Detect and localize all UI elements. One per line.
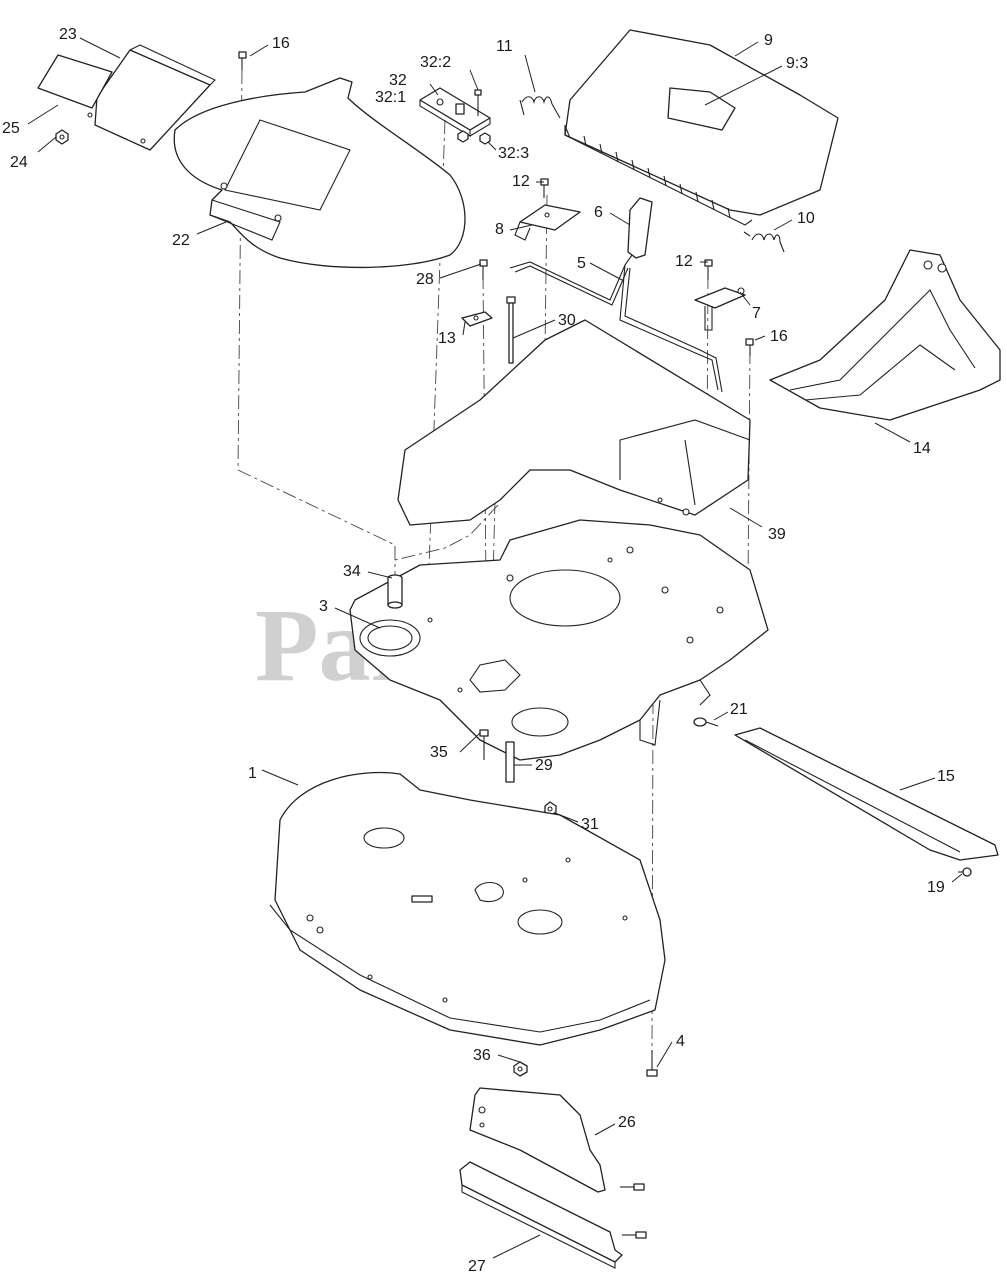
callout-16-right: 16: [770, 328, 788, 345]
part-4-bolt[interactable]: [646, 1050, 658, 1077]
callout-28: 28: [416, 271, 434, 288]
part-6-handle-grip[interactable]: [627, 197, 653, 259]
callout-10: 10: [797, 210, 815, 227]
callout-25: 25: [2, 120, 20, 137]
callout-32-1: 32:1: [375, 89, 406, 106]
callout-26: 26: [618, 1114, 636, 1131]
part-25-decal[interactable]: [37, 54, 113, 109]
part-15-side-baffle[interactable]: [734, 727, 999, 861]
part-28-bolt[interactable]: [479, 259, 488, 280]
callout-12-top: 12: [512, 173, 530, 190]
part-30-long-bolt[interactable]: [506, 296, 516, 364]
callout-15: 15: [937, 768, 955, 785]
part-29-tube[interactable]: [505, 741, 515, 783]
callout-29: 29: [535, 757, 553, 774]
callout-32-2: 32:2: [420, 54, 451, 71]
callout-32-3: 32:3: [498, 145, 529, 162]
callout-5: 5: [577, 255, 586, 272]
callout-27: 27: [468, 1258, 486, 1275]
callout-labels: 1 3 4 5 6 7 8 9 9:3 10 11 12 12 13 14 15…: [2, 26, 955, 1275]
callout-3: 3: [319, 598, 328, 615]
part-16-bolt-right[interactable]: [745, 338, 754, 356]
callout-19: 19: [927, 879, 945, 896]
callout-9-3: 9:3: [786, 55, 808, 72]
callout-1: 1: [248, 765, 257, 782]
part-1-deck-base[interactable]: [269, 771, 666, 1046]
part-35-bolt[interactable]: [479, 729, 489, 760]
callout-34: 34: [343, 563, 361, 580]
part-14-chute-deflector[interactable]: [769, 249, 1001, 421]
callout-11: 11: [496, 38, 513, 55]
part-32-bracket-assembly[interactable]: [419, 87, 491, 145]
callout-13: 13: [438, 330, 456, 347]
part-21-pin[interactable]: [693, 717, 719, 727]
part-22-belt-cover[interactable]: [173, 77, 466, 269]
callout-36: 36: [473, 1047, 491, 1064]
callout-6: 6: [594, 204, 603, 221]
callout-24: 24: [10, 154, 28, 171]
callout-39: 39: [768, 526, 786, 543]
callout-31: 31: [581, 816, 599, 833]
callout-7: 7: [752, 305, 761, 322]
part-11-spring[interactable]: [519, 96, 561, 119]
part-10-spring[interactable]: [743, 231, 785, 253]
part-5-lever-rod[interactable]: [509, 254, 723, 393]
part-23-shield-plate[interactable]: [87, 44, 216, 151]
part-34-spacer[interactable]: [387, 574, 403, 609]
part-8-latch-bracket[interactable]: [514, 204, 581, 241]
callout-22: 22: [172, 232, 190, 249]
part-27-bottom-bracket[interactable]: [459, 1161, 647, 1269]
callout-9: 9: [764, 32, 773, 49]
part-7-bracket[interactable]: [694, 287, 746, 331]
part-36-nut[interactable]: [513, 1061, 528, 1077]
callout-4: 4: [676, 1033, 685, 1050]
part-19-screw[interactable]: [958, 867, 972, 877]
callout-8: 8: [495, 221, 504, 238]
part-12-bolt-right[interactable]: [704, 259, 713, 280]
callout-23: 23: [59, 26, 77, 43]
callout-32: 32: [389, 72, 407, 89]
part-13-clip[interactable]: [461, 311, 493, 327]
part-24-nut[interactable]: [55, 129, 69, 145]
callout-16-top: 16: [272, 35, 290, 52]
callout-12-right: 12: [675, 253, 693, 270]
part-39-deck-cover[interactable]: [397, 319, 751, 526]
callout-35: 35: [430, 744, 448, 761]
callout-14: 14: [913, 440, 931, 457]
part-26-hanger-bracket[interactable]: [469, 1087, 645, 1193]
leader-lines: [27, 37, 963, 1259]
callout-21: 21: [730, 701, 748, 718]
part-16-bolt-top[interactable]: [238, 51, 247, 70]
callout-30: 30: [558, 312, 576, 329]
part-3-deck-frame[interactable]: [349, 519, 769, 761]
